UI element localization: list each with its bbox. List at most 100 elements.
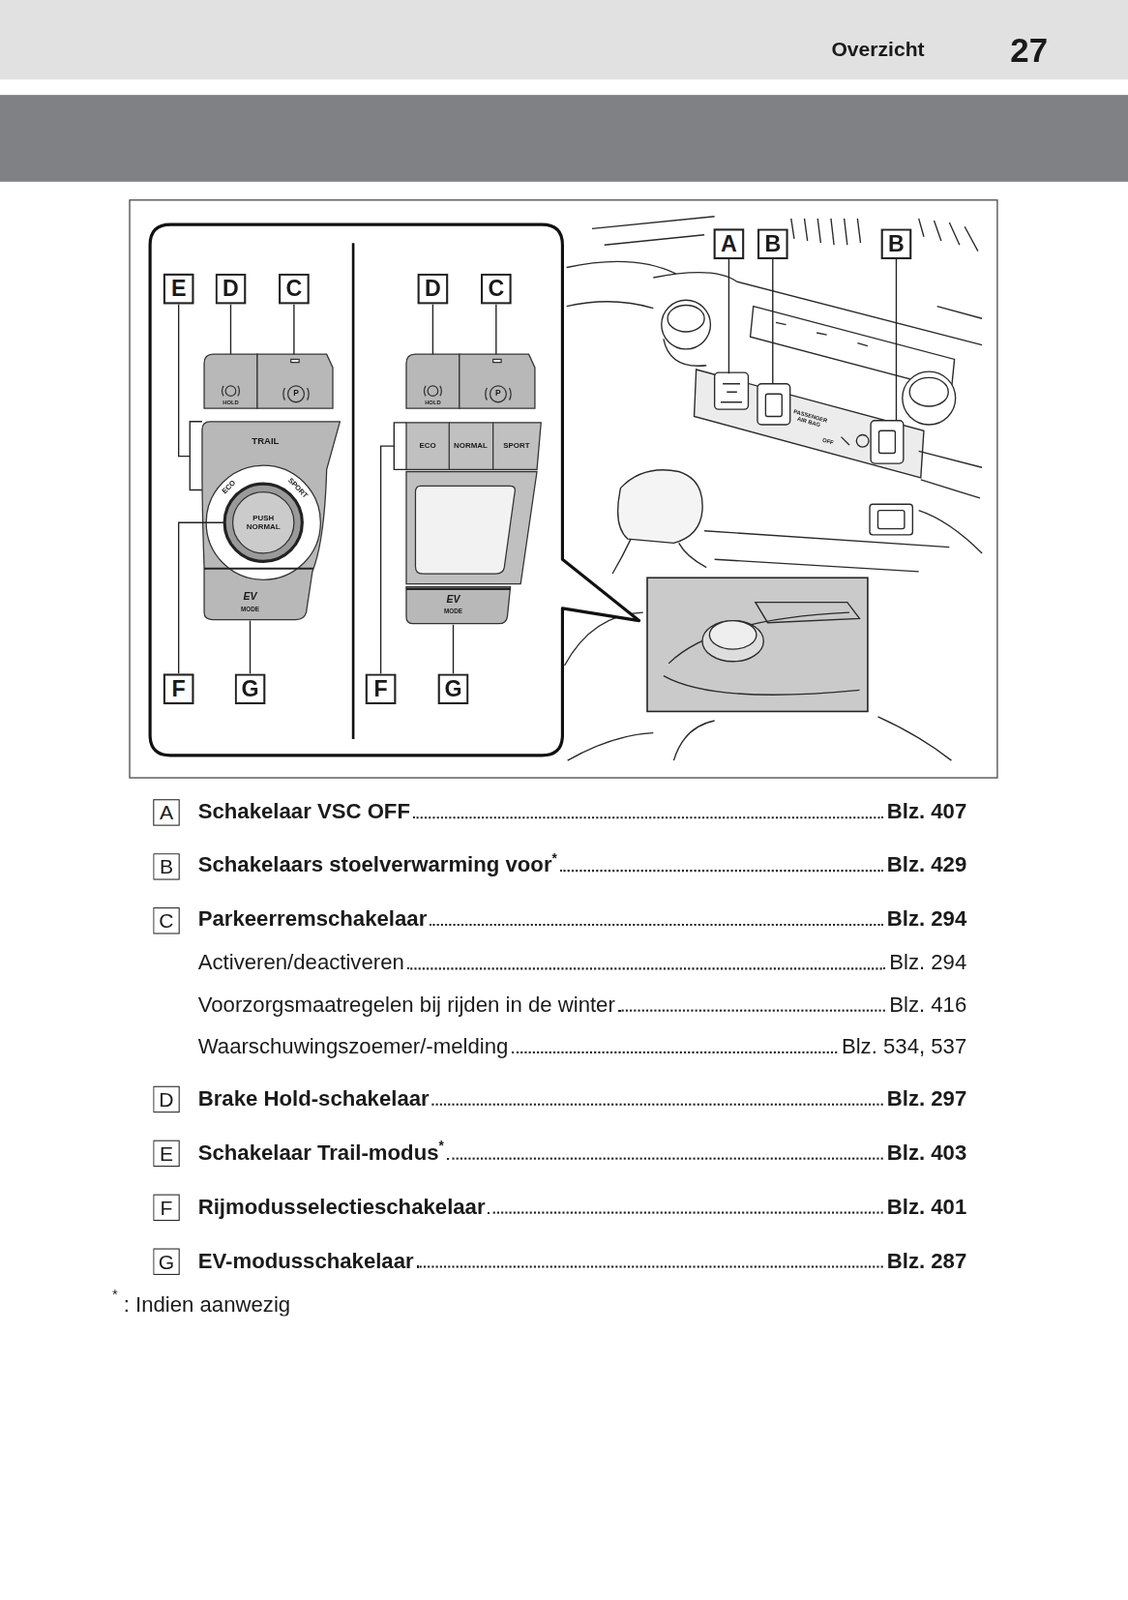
dot-leader: [618, 1009, 886, 1012]
switch-panel-right-part: [427, 385, 439, 397]
console-illustration-part: [566, 216, 715, 309]
callout-letter: F: [163, 673, 195, 705]
ev-symbol: EV: [445, 594, 460, 606]
item-title: Parkeerremschakelaar: [198, 907, 428, 930]
console-illustration-part: [869, 504, 913, 535]
page-reference: Blz. 294: [889, 950, 967, 974]
switch-panel-right-part: [415, 485, 515, 574]
item-letter-box: E: [152, 1140, 179, 1167]
callout-letter-text: B: [764, 233, 781, 256]
button-label: MODE: [444, 608, 463, 616]
panel-divider: [352, 242, 356, 740]
console-illustration: [564, 216, 983, 761]
page-reference: Blz. 403: [887, 1141, 968, 1164]
index-entry: Waarschuwingszoemer/-meldingBlz. 534, 53…: [198, 1035, 968, 1062]
console-illustration-part: [757, 384, 791, 425]
callout-letter: E: [163, 273, 195, 305]
leader-lines-part: [178, 303, 203, 490]
page-reference: Blz. 401: [887, 1195, 968, 1218]
console-illustration-part: [909, 377, 949, 407]
switch-panel-right-part: [492, 422, 494, 471]
item-letter-box: G: [152, 1248, 179, 1276]
switch-panel-right-part: [485, 387, 511, 401]
item-letter-box: F: [152, 1194, 179, 1221]
console-illustration-part: [877, 510, 904, 530]
header-bands: [0, 0, 1128, 182]
item-title: Activeren/deactiveren: [198, 950, 405, 974]
index-entry: Schakelaar Trail-modus* Blz. 403: [198, 1141, 968, 1168]
item-title: Schakelaar Trail-modus: [198, 1141, 440, 1164]
console-illustration-part: [765, 393, 782, 416]
callout-letter-text: C: [487, 277, 505, 300]
console-illustration-part: [919, 306, 982, 499]
leader-lines-part: [249, 621, 251, 675]
footnote-mark: *: [552, 851, 558, 865]
item-letter-box: D: [152, 1086, 179, 1113]
console-illustration-part: [775, 322, 868, 346]
leader-lines-part: [771, 259, 773, 385]
dot-leader: [432, 1103, 884, 1106]
item-letter-box: C: [152, 907, 179, 934]
switch-panel-right-part: [459, 354, 535, 409]
callout-letter-text: G: [444, 678, 462, 701]
header-bands-part: [0, 0, 1128, 80]
callout-letter-text: F: [160, 1197, 174, 1218]
switch-panel-left-part: [202, 421, 340, 621]
index-entry: Brake Hold-schakelaarBlz. 297: [198, 1087, 968, 1114]
callout-letter-text: E: [171, 277, 186, 300]
callout-letter-text: B: [888, 233, 905, 256]
switch-panel-left-part: [204, 354, 258, 409]
callout-letter: B: [881, 228, 913, 260]
leader-lines-part: [178, 522, 225, 674]
switch-panel-right-part: [406, 422, 541, 471]
dot-leader: [413, 816, 883, 819]
switch-panel-right-part: [406, 354, 460, 409]
console-illustration-part: [856, 435, 869, 448]
switch-panel-right: [406, 354, 541, 624]
switch-panel-left-part: [204, 567, 314, 570]
dot-leader: [560, 869, 883, 872]
page-reference: Blz. 534, 537: [841, 1035, 967, 1058]
callout-letter-text: F: [373, 678, 387, 701]
console-illustration-part: [709, 621, 757, 651]
console-illustration-part: [720, 384, 743, 403]
switch-panel-right-part: [489, 385, 506, 403]
callout-letter-text: A: [159, 801, 174, 823]
callout-letter: G: [438, 673, 470, 705]
index-entry: ParkeerremschakelaarBlz. 294: [198, 907, 968, 934]
console-illustration-part: [612, 538, 707, 574]
console-illustration-part: [663, 338, 707, 366]
ev-symbol: EV: [242, 592, 257, 603]
callout-letter: C: [480, 273, 512, 305]
callout-letter-text: B: [159, 856, 174, 877]
button-label: TRAIL: [251, 437, 279, 447]
button-label: NORMAL: [453, 442, 488, 450]
callout-letter: F: [365, 673, 397, 705]
callout-letter-text: D: [424, 277, 442, 300]
index-entry: Activeren/deactiveren Blz. 294: [198, 950, 968, 978]
switch-panel-left-part: [291, 358, 299, 362]
leader-lines-part: [432, 303, 434, 355]
console-illustration-part: [647, 577, 868, 712]
leader-lines: [178, 259, 897, 674]
console-illustration-part: [663, 602, 861, 696]
leader-lines-part: [230, 303, 232, 355]
callout-letter-text: G: [158, 1251, 175, 1273]
button-label: ECO: [419, 442, 437, 450]
dot-leader: [510, 1051, 837, 1054]
dot-leader: [416, 1265, 884, 1268]
parking-symbol-letter: P: [293, 389, 299, 399]
callout-letter-text: C: [286, 277, 303, 300]
switch-panel-right-part: [406, 588, 511, 591]
switch-panel-right-part: [493, 358, 502, 362]
page-reference: Blz. 297: [887, 1087, 968, 1110]
footnote-mark: *: [439, 1139, 445, 1154]
button-label: HOLD: [222, 400, 238, 407]
dial-label: PUSH NORMAL: [245, 514, 281, 532]
console-illustration-part: [870, 420, 904, 464]
switch-panel-right-part: [423, 385, 442, 397]
console-illustration-part: [667, 305, 705, 332]
callout-letter: G: [235, 673, 267, 705]
callout-letter: A: [713, 228, 745, 260]
switch-panel-left-part: [233, 492, 295, 554]
